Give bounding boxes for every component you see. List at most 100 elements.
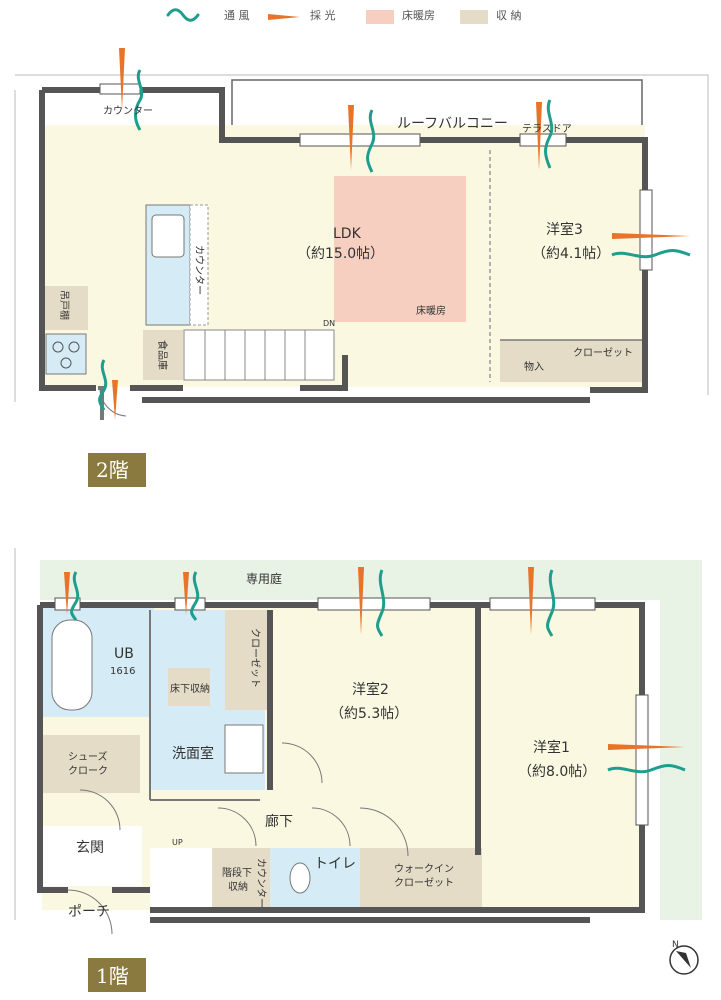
vent-arrow-icon <box>70 571 80 621</box>
closet-a <box>225 610 269 710</box>
label-underfloor: 床下収納 <box>170 682 210 695</box>
wash-basin-icon <box>224 724 264 774</box>
label-room1: 洋室1 <box>533 739 570 756</box>
door-swing-stair <box>217 807 257 847</box>
light-arrow-icon <box>348 105 354 170</box>
floor2-site-line <box>14 74 709 402</box>
entrance <box>42 826 142 886</box>
label-walkin-2: クローゼット <box>394 877 454 889</box>
floor1-tag-bg <box>88 958 146 992</box>
label-terrace-door: テラスドア <box>522 123 572 135</box>
label-room3-size: （約4.1帖） <box>532 246 610 262</box>
door-swing-room2 <box>281 742 323 784</box>
legend-light-icon <box>268 14 300 20</box>
vent-arrow-icon <box>376 569 386 637</box>
floor2-walls <box>39 87 648 403</box>
light-arrow-icon <box>64 572 70 615</box>
label-room2: 洋室2 <box>352 681 389 698</box>
compass-n-label: N <box>672 940 679 950</box>
counter-side <box>189 204 209 326</box>
light-arrow-icon <box>358 567 364 635</box>
light-arrow-icon <box>612 233 690 239</box>
door-swing-walkin <box>359 807 409 857</box>
private-garden <box>40 560 702 920</box>
legend-daylight: 採 光 <box>310 8 336 22</box>
vent-arrow-icon <box>611 249 691 259</box>
label-ldk-size: （約15.0帖） <box>297 246 384 262</box>
label-counter-top: カウンター <box>103 105 153 117</box>
window-f1-side <box>635 694 649 826</box>
light-arrow-icon <box>536 102 542 170</box>
closet-box <box>570 340 642 382</box>
label-floor-heating: 床暖房 <box>416 304 446 317</box>
label-shoe-2: クローク <box>68 765 108 777</box>
stair-area <box>150 848 212 910</box>
door-swing-entrance <box>67 889 113 935</box>
floor1-walls <box>37 602 645 923</box>
legend-heating-swatch <box>366 10 394 24</box>
label-porch: ポーチ <box>68 904 110 920</box>
legend-ventilation: 通 風 <box>224 9 250 22</box>
sink-icon <box>151 214 185 258</box>
vent-arrow-icon <box>190 571 200 621</box>
vent-arrow-icon <box>607 764 686 774</box>
light-arrow-icon <box>119 48 125 110</box>
walkin-closet <box>360 848 482 910</box>
light-arrow-icon <box>112 380 118 420</box>
under-stair-storage <box>212 848 270 910</box>
vent-arrow-icon <box>134 69 144 131</box>
label-room2-size: （約5.3帖） <box>330 706 408 722</box>
stove-icon <box>45 333 87 375</box>
label-closet: クローゼット <box>573 347 633 359</box>
vent-arrow-icon <box>98 359 108 411</box>
label-under-stair-2: 収納 <box>228 880 248 893</box>
storage-closet-box <box>500 340 570 382</box>
terrace-door <box>519 133 567 147</box>
label-dn: DN <box>323 319 335 328</box>
label-room1-size: （約8.0帖） <box>518 764 596 780</box>
vent-arrow-icon <box>544 99 554 169</box>
legend-floor-heating: 床暖房 <box>402 8 435 22</box>
window-f2-counter <box>99 83 141 95</box>
legend-vent-icon <box>166 8 200 22</box>
legend-storage-swatch <box>460 10 488 24</box>
floor-heating-area <box>334 176 466 322</box>
label-private-garden: 専用庭 <box>246 571 282 586</box>
label-corridor: 廊下 <box>265 813 293 830</box>
vent-arrow-icon <box>366 109 376 173</box>
pantry <box>143 330 183 380</box>
shoe-cloak <box>42 735 140 793</box>
label-under-stair-1: 階段下 <box>222 866 252 879</box>
label-up: UP <box>172 838 183 847</box>
door-swing-toilet <box>311 807 351 847</box>
floor2-tag: 2階 <box>96 458 129 482</box>
legend: 通 風 採 光 床暖房 収 納 <box>166 8 522 24</box>
underfloor-storage <box>168 668 210 706</box>
window-f2-room3 <box>639 189 653 271</box>
hanging-shelf <box>42 286 88 330</box>
label-ldk: LDK <box>333 226 362 242</box>
label-counter-vert: カウンター <box>255 858 267 908</box>
bathtub-icon <box>51 619 93 711</box>
label-counter-side: カウンター <box>193 245 205 295</box>
label-entrance: 玄関 <box>76 839 104 856</box>
label-ub-size: 1616 <box>110 666 135 677</box>
stairs-f2 <box>183 329 335 381</box>
vent-arrow-icon <box>546 569 556 637</box>
label-hanging-shelf: 吊戸棚 <box>58 290 71 320</box>
light-arrow-icon <box>608 744 685 750</box>
label-washroom: 洗面室 <box>172 745 214 762</box>
toilet <box>270 848 360 910</box>
legend-storage: 収 納 <box>496 9 522 22</box>
light-arrow-icon <box>183 572 189 615</box>
label-storage: 物入 <box>524 360 544 373</box>
floor2-plan: カウンター ルーフバルコニー テラスドア LDK （約15.0帖） カウンター … <box>14 48 709 420</box>
compass-icon: N <box>669 940 699 975</box>
window-f1-room2 <box>317 597 431 611</box>
floor1-tag: 1階 <box>96 964 129 988</box>
label-pantry: 食品庫 <box>156 340 169 370</box>
label-roof-balcony: ルーフバルコニー <box>397 116 508 132</box>
label-closet-a: クローゼット <box>249 628 261 688</box>
label-ub: UB <box>114 646 134 662</box>
floor2-tag-bg <box>88 453 146 487</box>
